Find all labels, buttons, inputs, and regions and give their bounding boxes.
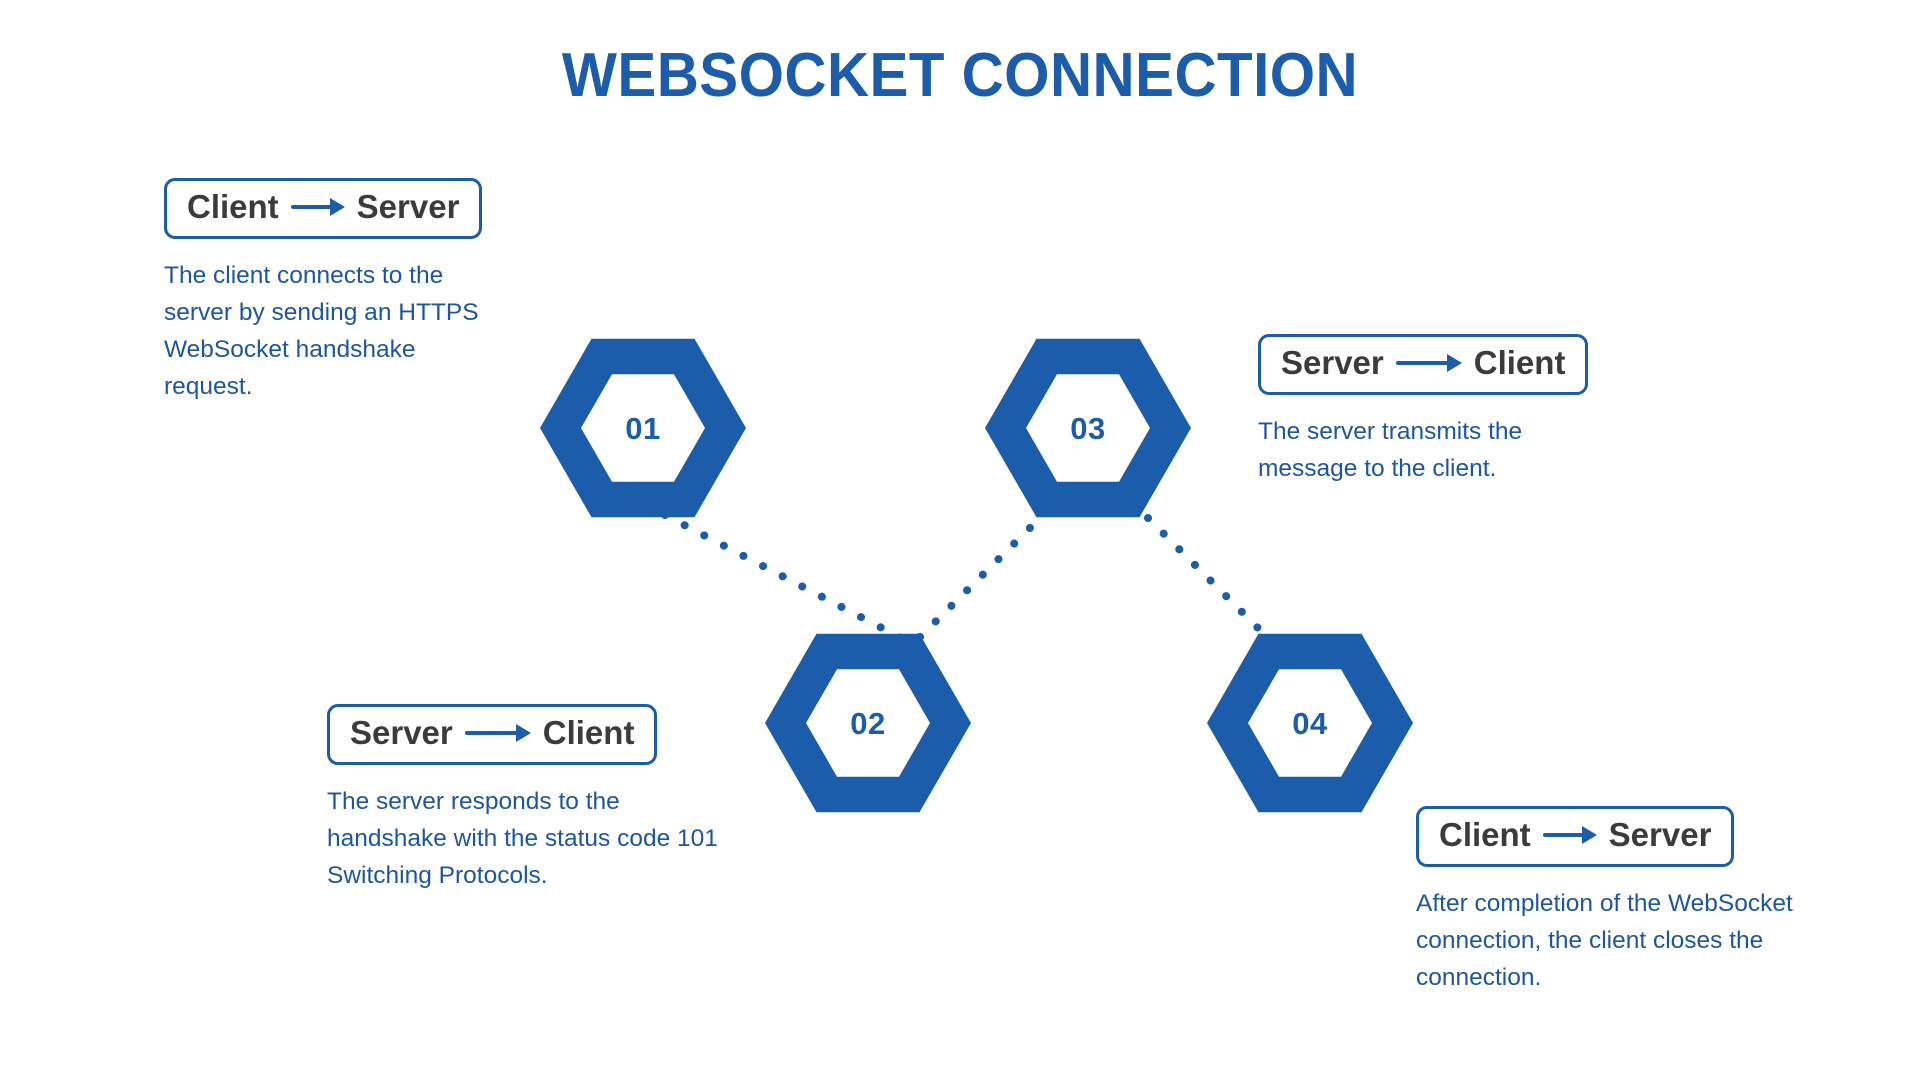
step-01-description: The client connects to the server by sen… (164, 261, 479, 400)
hex-node-03[interactable]: 03 (985, 335, 1191, 521)
arrow-right-icon (290, 197, 345, 217)
step-01-label-pill[interactable]: Client Server (164, 178, 483, 239)
hex-number-02: 02 (850, 705, 886, 741)
hex-number-01: 01 (625, 410, 661, 446)
hex-node-02[interactable]: 02 (765, 630, 971, 816)
step-03-description: The server transmits the message to the … (1258, 417, 1523, 482)
step-02-label-pill[interactable]: Server Client (327, 704, 658, 765)
step-01-to-label: Server (356, 188, 460, 225)
hex-inner-face-02: 02 (806, 669, 930, 777)
hex-inner-face-01: 01 (581, 374, 705, 482)
step-04-description: After completion of the WebSocket connec… (1416, 889, 1793, 991)
step-02-from-label: Server (350, 714, 453, 751)
step-03-to-label: Client (1473, 344, 1566, 381)
step-block-02: Server Client The server responds to the… (327, 704, 742, 894)
arrow-right-icon (1395, 353, 1462, 373)
arrow-right-icon (464, 723, 531, 743)
step-02-description: The server responds to the handshake wit… (327, 787, 718, 889)
page-title: WEBSOCKET CONNECTION (561, 41, 1359, 110)
connector-03-04 (1144, 514, 1272, 642)
connector-02-03 (916, 511, 1047, 641)
hex-number-03: 03 (1070, 410, 1106, 446)
step-block-01: Client Server The client connects to the… (164, 178, 509, 405)
step-block-03: Server Client The server transmits the m… (1258, 334, 1603, 487)
step-01-from-label: Client (187, 188, 279, 225)
connector-01-02 (661, 511, 909, 644)
step-03-label-pill[interactable]: Server Client (1258, 334, 1589, 395)
hex-number-04: 04 (1292, 705, 1328, 741)
step-02-to-label: Client (542, 714, 635, 751)
hex-node-04[interactable]: 04 (1207, 630, 1413, 816)
hex-node-01[interactable]: 01 (540, 335, 746, 521)
step-04-label-pill[interactable]: Client Server (1416, 806, 1735, 867)
arrow-right-icon (1542, 825, 1597, 845)
step-03-from-label: Server (1281, 344, 1384, 381)
step-04-to-label: Server (1608, 816, 1712, 853)
step-04-from-label: Client (1439, 816, 1531, 853)
step-block-04: Client Server After completion of the We… (1416, 806, 1831, 996)
